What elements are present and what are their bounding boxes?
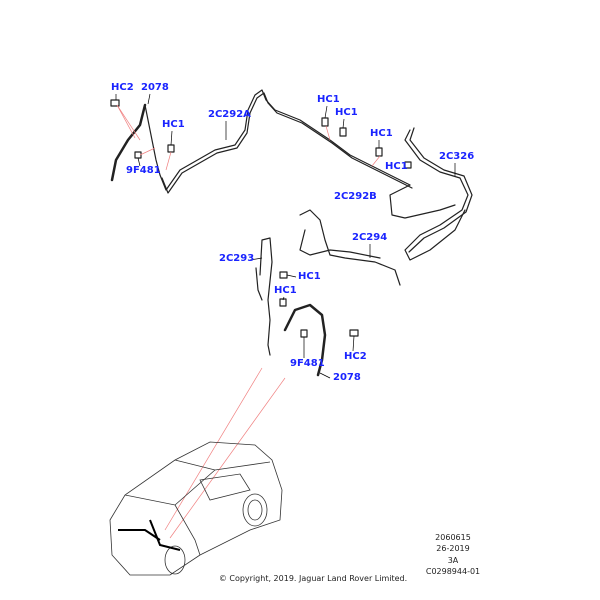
brake-hose-left — [110, 103, 147, 182]
copyright: © Copyright, 2019. Jaguar Land Rover Lim… — [218, 574, 408, 583]
callout-hc1[interactable]: HC1 — [370, 128, 393, 139]
callout-hc1[interactable]: HC1 — [335, 107, 358, 118]
brake-hose-right — [283, 303, 327, 377]
pipe-2c292a — [159, 89, 411, 191]
info-line: C0298944-01 — [425, 566, 481, 576]
pipe-2c294 — [299, 209, 401, 286]
callout-9f481[interactable]: 9F481 — [290, 358, 325, 369]
callout-hc1[interactable]: HC1 — [385, 161, 408, 172]
callout-2078[interactable]: 2078 — [141, 82, 169, 93]
callout-hc1[interactable]: HC1 — [298, 271, 321, 282]
callout-2078[interactable]: 2078 — [333, 372, 361, 383]
callout-hc1[interactable]: HC1 — [317, 94, 340, 105]
info-line: 2060615 — [435, 533, 471, 542]
pipe-2c292b — [389, 184, 456, 219]
callout-hc1[interactable]: HC1 — [274, 285, 297, 296]
pipe-2c326 — [404, 129, 469, 261]
vehicle-illustration — [109, 441, 283, 576]
callout-hc2[interactable]: HC2 — [111, 82, 134, 93]
callout-2c293[interactable]: 2C293 — [219, 253, 255, 264]
pipe-2c293 — [259, 237, 273, 356]
callout-2c292a[interactable]: 2C292A — [208, 109, 251, 120]
callout-2c292b[interactable]: 2C292B — [334, 191, 377, 202]
callout-hc1[interactable]: HC1 — [162, 119, 185, 130]
callout-9f481[interactable]: 9F481 — [126, 165, 161, 176]
diagram-info: 2060615 26-2019 3A C0298944-01 — [408, 532, 498, 577]
callout-2c326[interactable]: 2C326 — [439, 151, 475, 162]
info-line: 26-2019 — [436, 544, 470, 554]
info-line: 3A — [447, 555, 459, 565]
callout-2c294[interactable]: 2C294 — [352, 232, 388, 243]
callout-hc2[interactable]: HC2 — [344, 351, 367, 362]
